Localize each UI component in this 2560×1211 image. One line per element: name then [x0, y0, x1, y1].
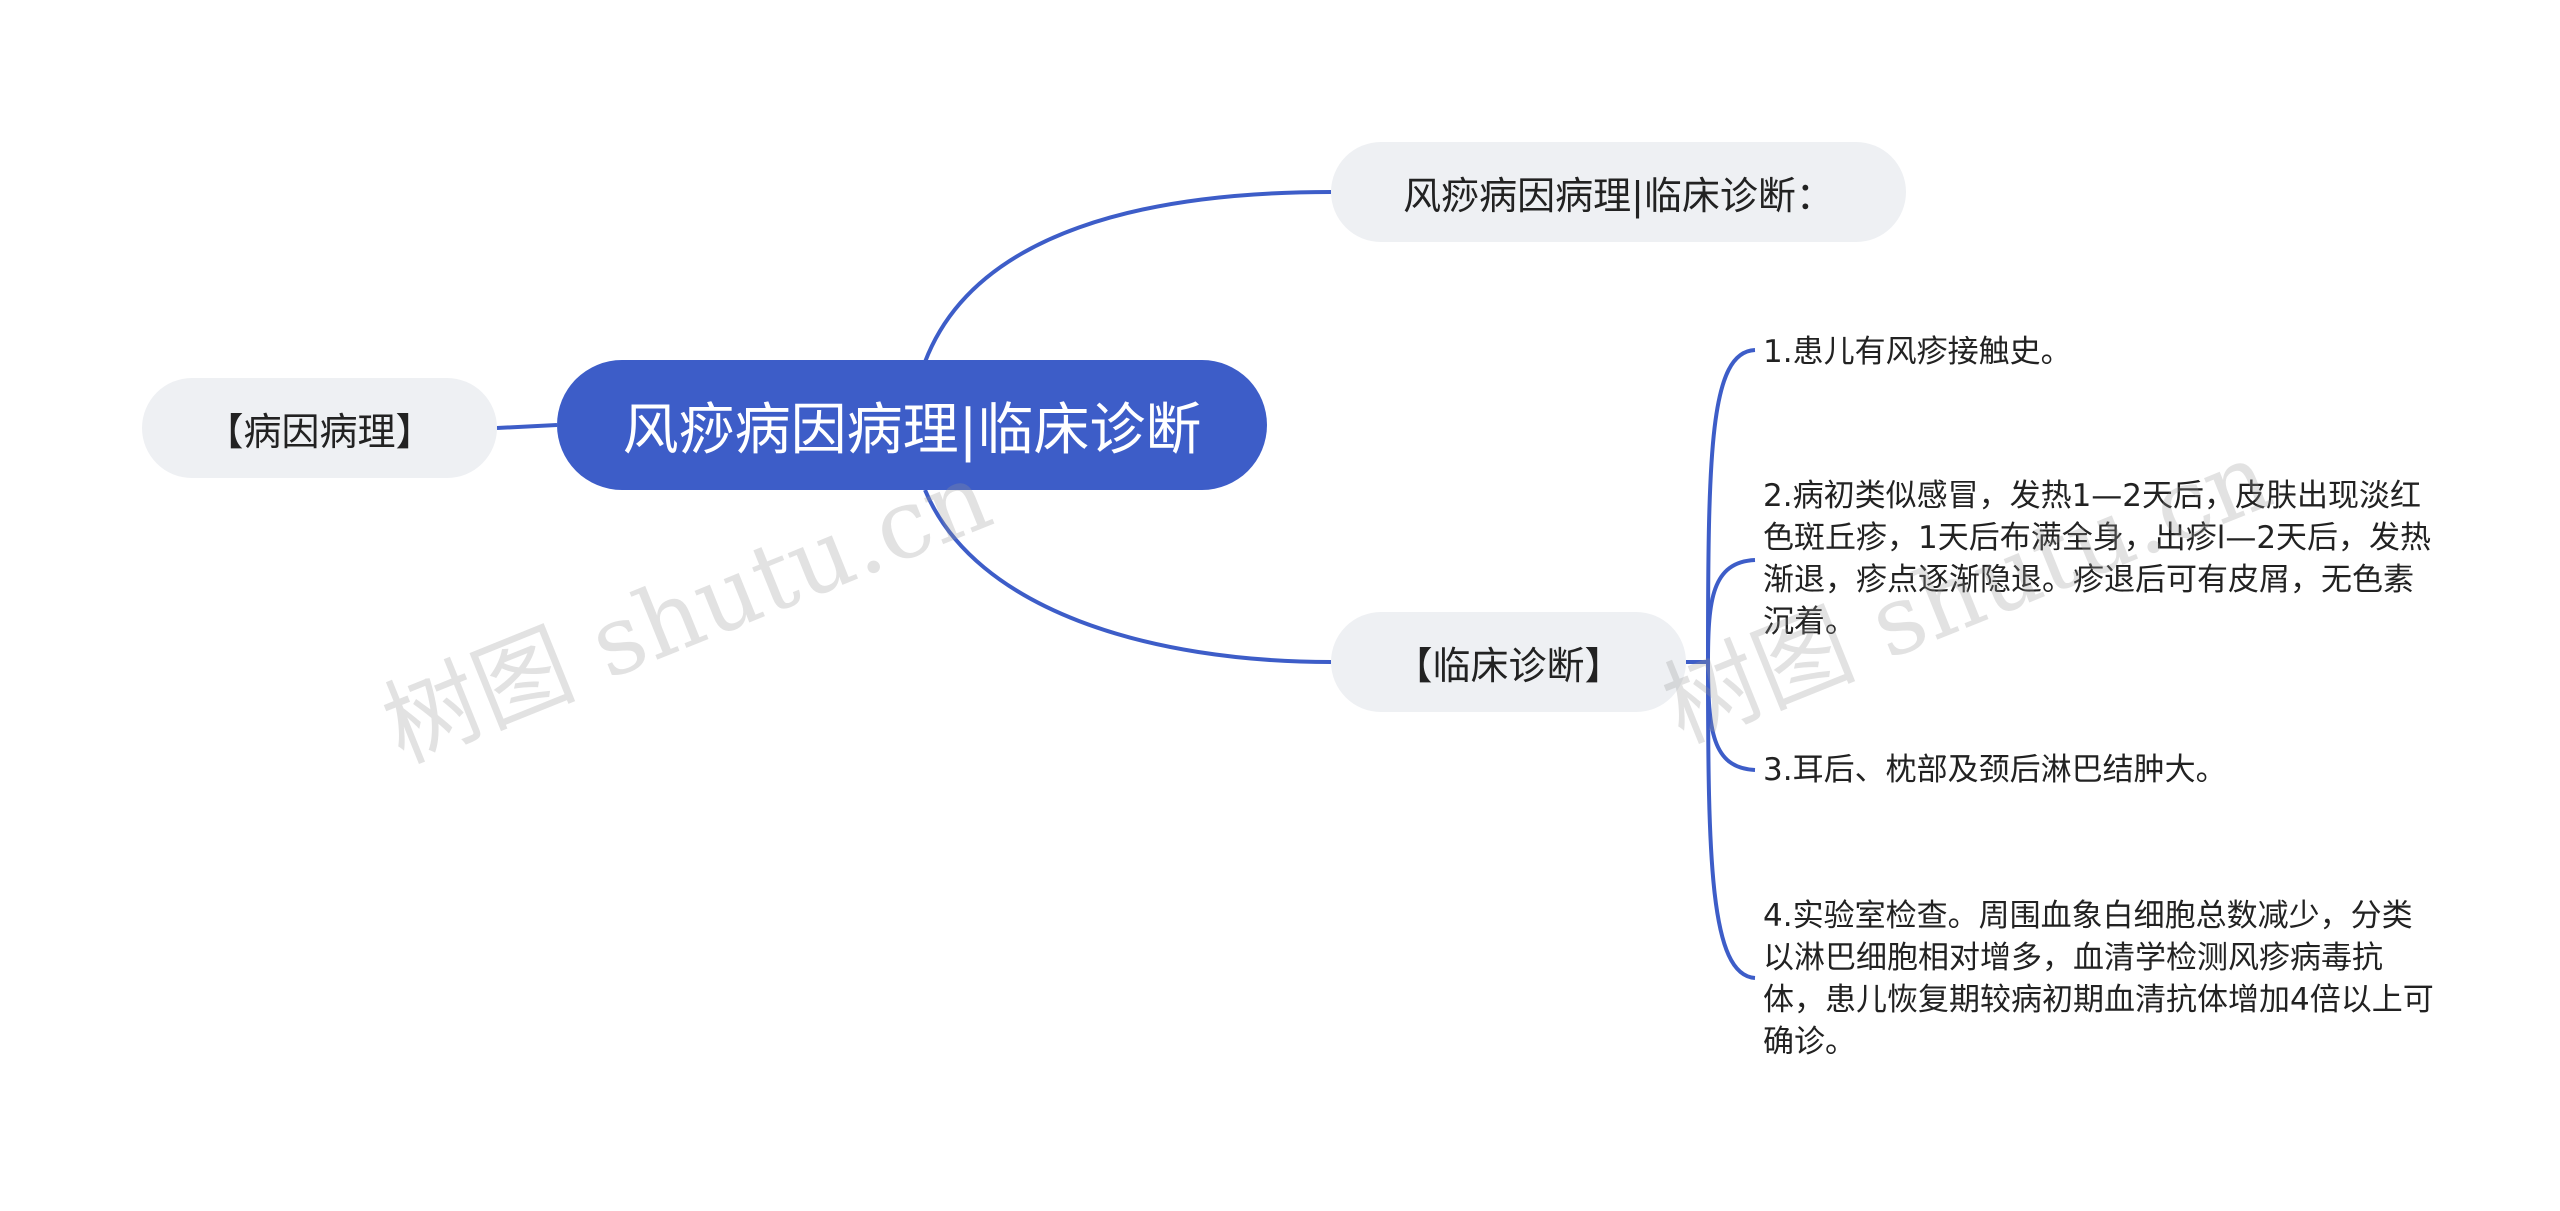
link-root-bottom	[923, 489, 1332, 664]
link-leaf-1	[1706, 348, 1756, 663]
leaf-item[interactable]: 4.实验室检查。周围血象白细胞总数减少，分类以淋巴细胞相对增多，血清学检测风疹病…	[1763, 898, 2434, 1060]
leaf-item[interactable]: 3.耳后、枕部及颈后淋巴结肿大。	[1763, 752, 2227, 788]
topic-etiology[interactable]: 【病因病理】	[142, 378, 497, 478]
leaf-item[interactable]: 2.病初类似感冒，发热1—2天后，皮肤出现淡红色斑丘疹，1天后布满全身，出疹l—…	[1763, 478, 2432, 640]
topic-clinical-diagnosis-label: 【临床诊断】	[1394, 643, 1623, 688]
topic-etiology-label: 【病因病理】	[205, 409, 434, 454]
link-root-top	[923, 190, 1332, 363]
root-topic-label: 风痧病因病理|临床诊断	[622, 397, 1202, 463]
leaf-item[interactable]: 1.患儿有风疹接触史。	[1763, 334, 2072, 370]
topic-clinical-diagnosis[interactable]: 【临床诊断】	[1331, 612, 1686, 712]
link-leaf-3	[1706, 661, 1756, 772]
link-leaf-4	[1706, 661, 1756, 980]
topic-summary[interactable]: 风痧病因病理|临床诊断：	[1331, 142, 1906, 242]
root-topic[interactable]: 风痧病因病理|临床诊断	[557, 360, 1267, 490]
link-root-left	[496, 423, 558, 430]
topic-summary-label: 风痧病因病理|临床诊断：	[1403, 173, 1834, 218]
link-leaf-2	[1706, 558, 1756, 663]
